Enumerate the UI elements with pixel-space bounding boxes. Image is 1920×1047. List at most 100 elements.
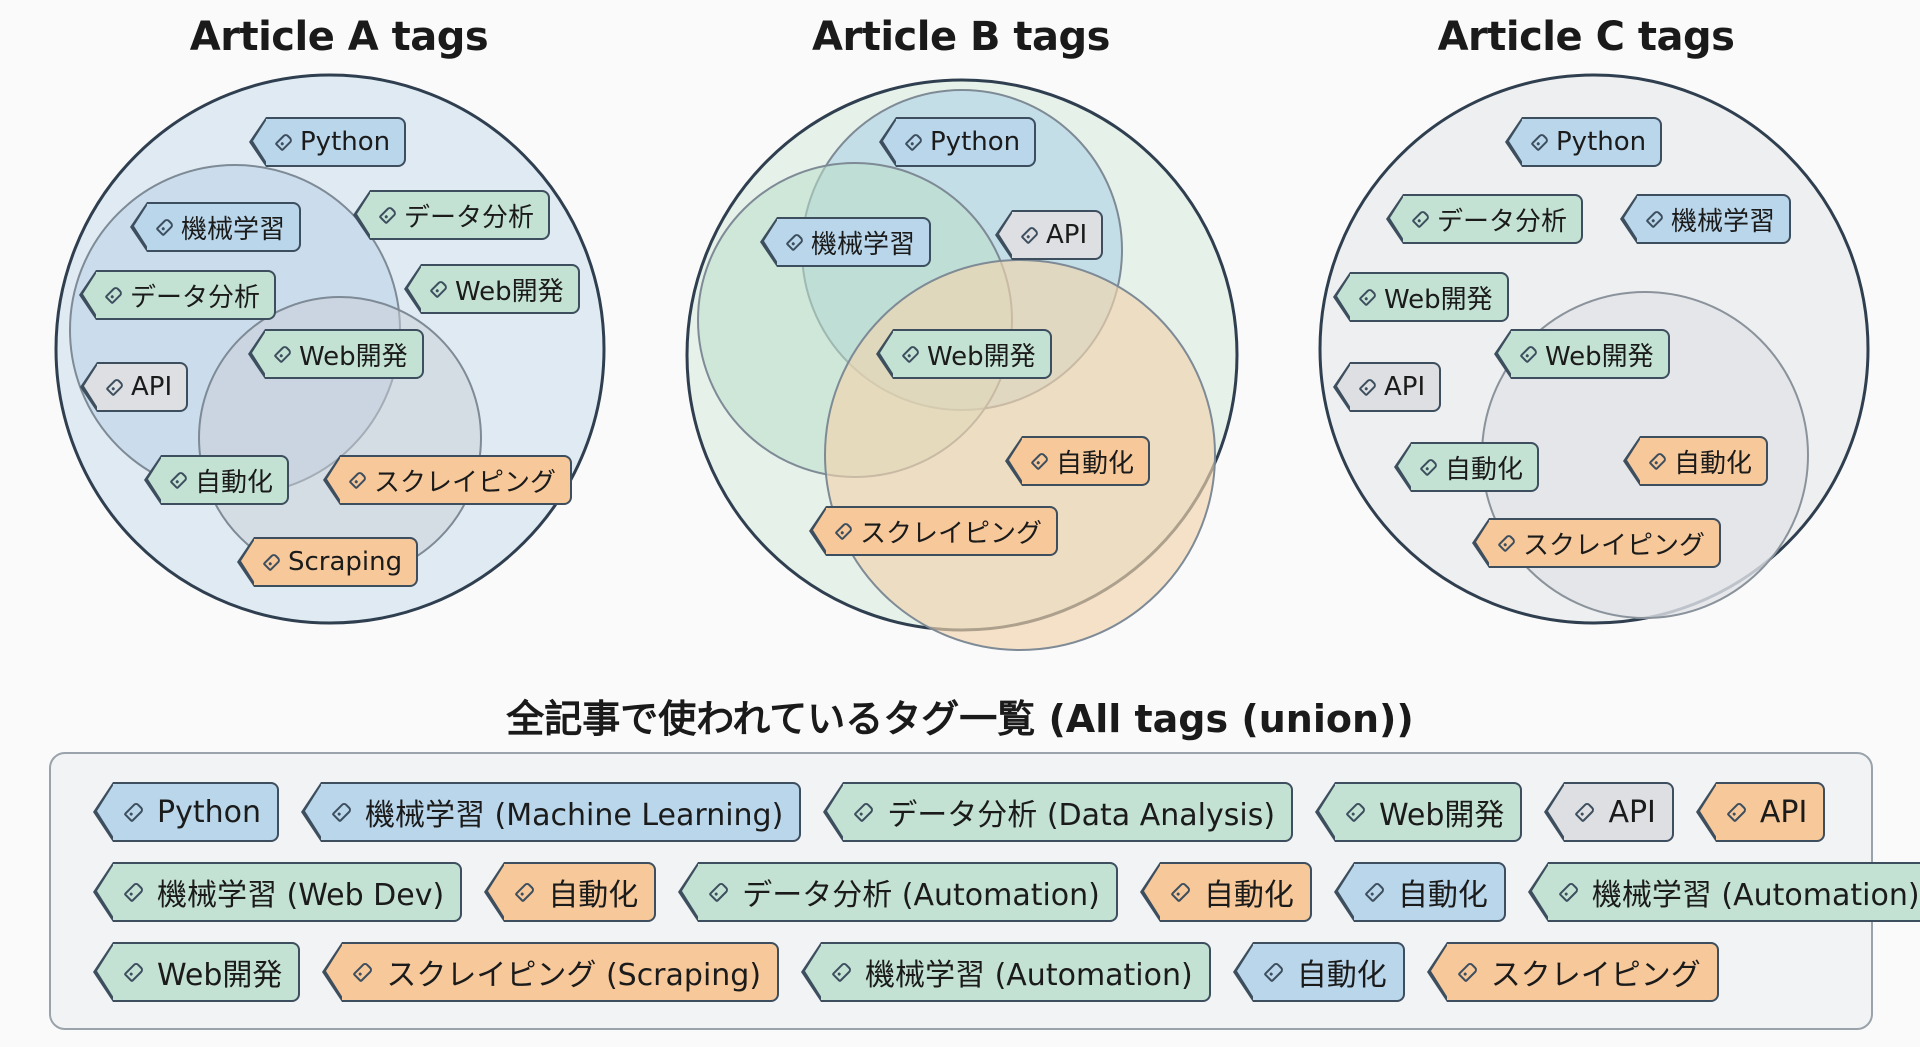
tag-icon (1020, 225, 1040, 245)
tag-label: 機械学習 (Web Dev) (157, 878, 445, 913)
tag-icon (904, 132, 924, 152)
tag-icon (1030, 451, 1050, 471)
union-tag[interactable]: 自動化 (484, 861, 657, 922)
tag-icon (378, 205, 398, 225)
tag[interactable]: Web開発 (1333, 271, 1509, 322)
union-tag[interactable]: Web開発 (92, 941, 301, 1002)
union-tag[interactable]: データ分析 (Data Analysis) (823, 781, 1294, 842)
tag-label: スクレイピング (1490, 958, 1701, 993)
tag-icon (1574, 801, 1597, 823)
tag-label: Web開発 (1384, 284, 1493, 315)
tag-label: 自動化 (1445, 454, 1524, 485)
union-tag[interactable]: API (1695, 781, 1826, 842)
union-title: 全記事で使われているタグ一覧 (All tags (union)) (506, 697, 1414, 741)
tag-icon (262, 552, 282, 572)
tag-label: 機械学習 (1671, 206, 1776, 237)
union-tag[interactable]: Python (93, 781, 279, 842)
union-row: Python 機械学習 (Machine Learning) データ分析 (Da… (93, 781, 1867, 842)
union-tag[interactable]: 自動化 (1333, 861, 1506, 922)
tag-label: 自動化 (195, 467, 274, 498)
union-tag[interactable]: データ分析 (Automation) (678, 861, 1118, 922)
tag-label: 機械学習 (181, 214, 286, 245)
tag[interactable]: Python (1504, 116, 1663, 167)
tag-icon (1364, 881, 1386, 903)
tag[interactable]: データ分析 (352, 189, 551, 240)
tag[interactable]: 自動化 (1622, 435, 1769, 486)
tag[interactable]: データ分析 (78, 269, 277, 320)
tag-label: 機械学習 (811, 229, 916, 260)
tag-icon (1358, 287, 1378, 307)
tag-icon (348, 470, 368, 490)
tag[interactable]: API (79, 361, 189, 412)
tag-icon (352, 961, 375, 983)
tag[interactable]: 機械学習 (759, 216, 932, 267)
union-tag-list: Python 機械学習 (Machine Learning) データ分析 (Da… (49, 752, 1920, 1030)
union-tag[interactable]: スクレイピング (Scraping) (322, 941, 780, 1002)
tag-icon (123, 961, 145, 983)
union-tag[interactable]: スクレイピング (1426, 941, 1719, 1002)
tag[interactable]: 機械学習 (129, 201, 302, 252)
tag-label: 機械学習 (Automation) (865, 958, 1193, 993)
tag-icon (105, 377, 125, 397)
tag[interactable]: 自動化 (143, 454, 290, 505)
tag[interactable]: API (994, 209, 1104, 260)
tag[interactable]: Web開発 (404, 263, 580, 314)
tag[interactable]: API (1332, 361, 1442, 412)
union-tag[interactable]: 自動化 (1139, 861, 1312, 922)
tag[interactable]: Web開発 (248, 328, 424, 379)
tag[interactable]: 自動化 (1004, 435, 1151, 486)
union-tag[interactable]: 機械学習 (Web Dev) (92, 861, 463, 922)
union-tag[interactable]: Web開発 (1314, 781, 1523, 842)
tag-label: 自動化 (1674, 448, 1753, 479)
tag-icon (1457, 961, 1479, 983)
article-c-title: Article C tags (1437, 14, 1735, 60)
tag-label: API (1384, 372, 1426, 402)
tag-label: Web開発 (455, 276, 564, 307)
tag-label: データ分析 (404, 202, 535, 233)
tag-icon (429, 279, 449, 299)
tag[interactable]: 機械学習 (1619, 193, 1792, 244)
tag-label: データ分析 (130, 282, 261, 313)
tag[interactable]: Web開発 (876, 328, 1052, 379)
tag-label: Python (157, 794, 261, 830)
tag-label: データ分析 (Automation) (742, 878, 1100, 913)
tag[interactable]: Scraping (236, 536, 419, 587)
tag-icon (1263, 961, 1285, 983)
tag-icon (274, 132, 294, 152)
tag-icon (169, 470, 189, 490)
tag-label: 自動化 (1397, 878, 1488, 913)
tag-label: Web開発 (1379, 798, 1505, 833)
union-row: 機械学習 (Web Dev) 自動化 データ分析 (Automation) 自動… (92, 861, 1920, 922)
article-b-title: Article B tags (812, 14, 1110, 60)
tag-label: API (1608, 794, 1656, 830)
tag-label: Web開発 (927, 341, 1036, 372)
tag[interactable]: 自動化 (1393, 441, 1540, 492)
tag[interactable]: スクレイピング (1471, 517, 1722, 568)
union-tag[interactable]: 自動化 (1232, 941, 1405, 1002)
tag-icon (1345, 801, 1367, 823)
tag-label: データ分析 (Data Analysis) (887, 798, 1276, 833)
tag-icon (514, 881, 536, 903)
union-tag[interactable]: 機械学習 (Automation) (1527, 861, 1920, 922)
tag-icon (1419, 457, 1439, 477)
tag-icon (104, 285, 124, 305)
tag-label: Python (930, 127, 1021, 157)
union-tag[interactable]: 機械学習 (Automation) (801, 941, 1211, 1002)
tag-icon (1519, 344, 1539, 364)
tag-icon (831, 961, 853, 983)
tag-icon (155, 217, 175, 237)
union-tag[interactable]: API (1544, 781, 1674, 842)
tag-label: スクレイピング (860, 518, 1043, 549)
tag[interactable]: Python (878, 116, 1037, 167)
tag[interactable]: スクレイピング (322, 454, 573, 505)
tag[interactable]: Web開発 (1494, 328, 1670, 379)
tag[interactable]: スクレイピング (808, 505, 1059, 556)
tag[interactable]: Python (248, 116, 407, 167)
tag-icon (123, 881, 145, 903)
tag-label: Scraping (288, 547, 403, 577)
tag-label: 自動化 (1056, 448, 1135, 479)
union-tag[interactable]: 機械学習 (Machine Learning) (300, 781, 802, 842)
tag[interactable]: データ分析 (1385, 193, 1584, 244)
tag-label: API (1759, 794, 1808, 830)
tag-icon (273, 344, 293, 364)
